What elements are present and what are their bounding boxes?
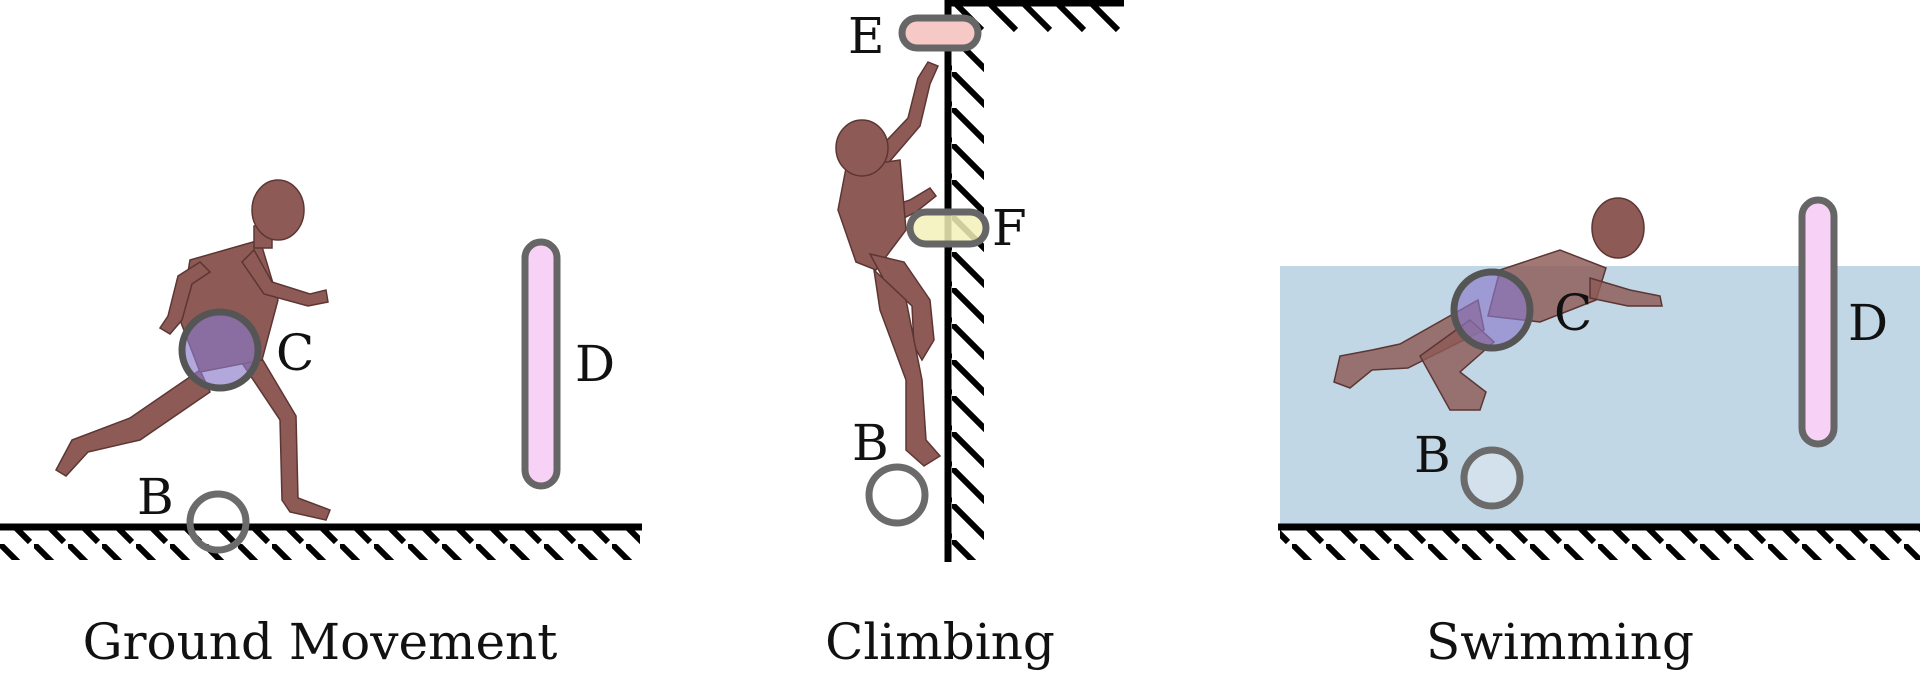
climbing-figure <box>835 61 942 467</box>
ground-marker-b <box>186 490 250 554</box>
climb-marker-f <box>906 208 990 248</box>
ground-marker-c <box>178 308 262 392</box>
climbing-caption: Climbing <box>825 613 1055 671</box>
swim-label-d: D <box>1848 294 1888 352</box>
ground-movement-caption: Ground Movement <box>83 613 558 671</box>
climb-label-b: B <box>852 414 889 472</box>
climb-marker-e <box>898 14 982 52</box>
climb-label-e: E <box>848 7 885 65</box>
swim-marker-b <box>1460 446 1524 510</box>
climb-marker-b <box>865 463 929 527</box>
swim-label-b: B <box>1414 426 1451 484</box>
swimming-panel: C D B Swimming <box>1278 196 1920 671</box>
ground-label-b: B <box>137 468 174 526</box>
ground-label-d: D <box>575 335 615 393</box>
ground-hatch <box>0 530 640 560</box>
swimming-caption: Swimming <box>1426 613 1694 671</box>
wall-hatch <box>950 40 984 560</box>
climb-label-f: F <box>992 199 1027 257</box>
ground-movement-panel: C B D Ground Movement <box>0 179 642 671</box>
swim-marker-c <box>1450 268 1534 352</box>
ground-label-c: C <box>276 324 314 382</box>
swim-marker-d <box>1798 196 1838 448</box>
climbing-panel: E F B Climbing <box>825 0 1124 671</box>
pool-floor-hatch <box>1280 530 1920 560</box>
ground-marker-d <box>521 238 561 490</box>
swim-label-c: C <box>1554 284 1592 342</box>
